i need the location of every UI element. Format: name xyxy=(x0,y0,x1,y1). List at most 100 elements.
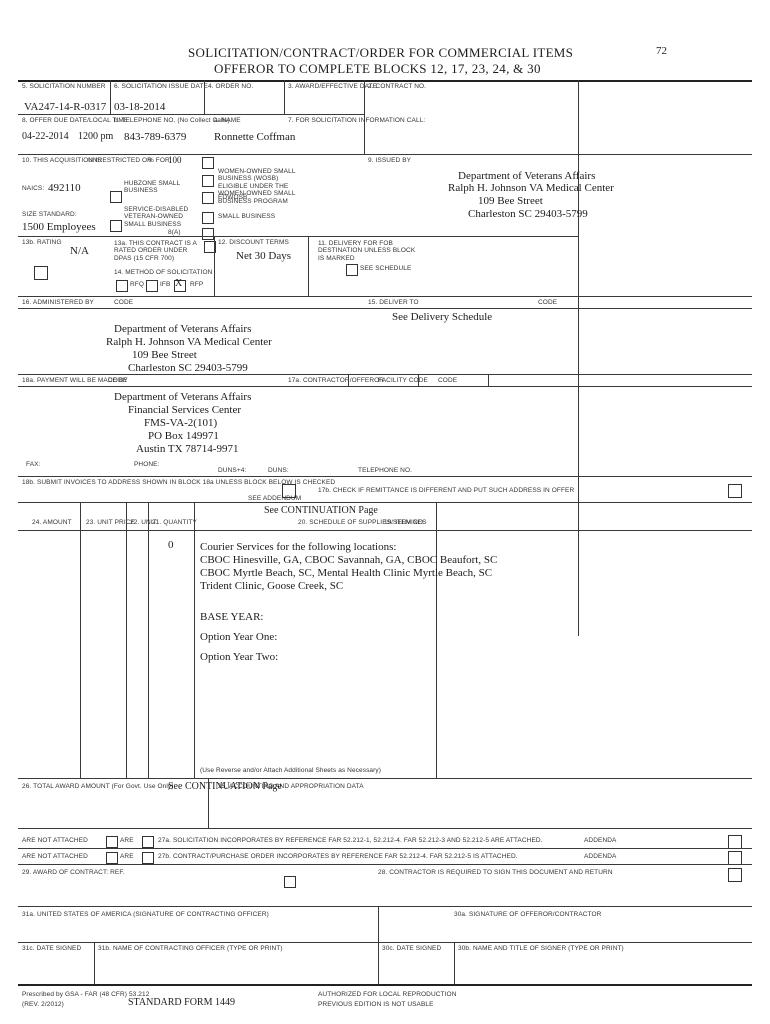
pay-line-2: Financial Services Center xyxy=(128,404,242,416)
b31c-label: 31c. DATE SIGNED xyxy=(22,945,82,952)
issue-date: 03-18-2014 xyxy=(114,101,166,113)
solicitation-number: VA247-14-R-0317 xyxy=(24,101,107,113)
code-15: CODE xyxy=(538,299,558,306)
hubzone-checkbox[interactable] xyxy=(110,191,122,203)
footer-rev: (REV. 2/2012) xyxy=(22,1001,64,1008)
duns4-label: DUNS+4: xyxy=(218,467,247,474)
b17a-label: 17a. CONTRACTOR/OFFEROR xyxy=(288,377,385,384)
b25-label: 25. ACCOUNTING AND APPROPRIATION DATA xyxy=(218,783,364,790)
remittance-checkbox[interactable] xyxy=(282,484,296,498)
addenda-b: ADDENDA xyxy=(584,853,617,860)
b4-label: 4. ORDER NO. xyxy=(208,83,254,90)
page-count: 72 xyxy=(656,45,667,57)
are-not-attached-a: ARE NOT ATTACHED xyxy=(22,837,88,844)
invoice-checkbox[interactable] xyxy=(728,484,742,498)
schedule-line-3: CBOC Myrtle Beach, SC, Mental Health Cli… xyxy=(200,567,493,579)
size-std-value: 1500 Employees xyxy=(22,221,96,233)
small-business-checkbox[interactable] xyxy=(202,212,214,224)
form-title: SOLICITATION/CONTRACT/ORDER FOR COMMERCI… xyxy=(188,45,574,60)
are-checkbox-27b[interactable] xyxy=(106,852,118,864)
sdvosb-label: SERVICE-DISABLED VETERAN-OWNED SMALL BUS… xyxy=(124,206,189,228)
b18a-label: 18a. PAYMENT WILL BE MADE BY xyxy=(22,377,128,384)
are-not-checkbox-27b[interactable] xyxy=(142,852,154,864)
b27b-label: 27b. CONTRACT/PURCHASE ORDER INCORPORATE… xyxy=(158,853,518,860)
are-not-checkbox-27a[interactable] xyxy=(142,836,154,848)
b13a-label: 13a. THIS CONTRACT IS A RATED ORDER UNDE… xyxy=(114,240,197,262)
check-27a[interactable] xyxy=(728,835,742,849)
offer-due-time: 1200 pm xyxy=(78,131,114,142)
eight-a-checkbox[interactable] xyxy=(202,228,214,240)
b5-label: 5. SOLICITATION NUMBER xyxy=(22,83,106,90)
b30b-label: 30b. NAME AND TITLE OF SIGNER (TYPE OR P… xyxy=(458,945,624,952)
rated-order-checkbox[interactable] xyxy=(204,241,216,253)
b7a-label: a. NAME xyxy=(214,117,241,124)
ifb-checkbox[interactable] xyxy=(146,280,158,292)
wosb-checkbox[interactable] xyxy=(202,175,214,187)
fob-checkbox[interactable] xyxy=(34,266,48,280)
b30a-label: 30a. SIGNATURE OF OFFEROR/CONTRACTOR xyxy=(454,911,602,918)
quantity-value: 0 xyxy=(168,539,174,551)
contact-phone: 843-789-6379 xyxy=(124,131,187,143)
set-aside-label: % FOR: xyxy=(148,157,172,164)
b7-label: 7. FOR SOLICITATION INFORMATION CALL: xyxy=(288,117,426,124)
pay-line-1: Department of Veterans Affairs xyxy=(114,391,252,403)
b26-label: 26. TOTAL AWARD AMOUNT (For Govt. Use On… xyxy=(22,783,174,790)
b24-label: 24. AMOUNT xyxy=(32,519,72,526)
b31b-label: 31b. NAME OF CONTRACTING OFFICER (TYPE O… xyxy=(98,945,283,952)
phone-label: PHONE: xyxy=(134,461,160,468)
ifb-label: IFB xyxy=(160,281,171,288)
duns-label: DUNS: xyxy=(268,467,289,474)
b6-label: 6. SOLICITATION ISSUE DATE xyxy=(114,83,208,90)
issued-by-line-2: Ralph H. Johnson VA Medical Center xyxy=(448,182,614,194)
b8-label: 8. OFFER DUE DATE/LOCAL TIME xyxy=(22,117,129,124)
b16-label: 16. ADMINISTERED BY xyxy=(22,299,94,306)
option-year-one: Option Year One: xyxy=(200,631,278,643)
naics-label: NAICS: xyxy=(22,185,45,192)
naics-value: 492110 xyxy=(48,182,81,194)
b7b-label: b. TELEPHONE NO. (No Collect Calls) xyxy=(114,117,230,124)
check-29[interactable] xyxy=(284,876,296,888)
are-checkbox-27a[interactable] xyxy=(106,836,118,848)
b23-label: 23. UNIT PRICE xyxy=(86,519,135,526)
sdvosb-checkbox[interactable] xyxy=(110,220,122,232)
check-27b[interactable] xyxy=(728,851,742,865)
rfq-checkbox[interactable] xyxy=(116,280,128,292)
offer-due-date: 04-22-2014 xyxy=(22,131,69,142)
contact-name: Ronnette Coffman xyxy=(214,131,296,143)
issued-by-line-4: Charleston SC 29403-5799 xyxy=(468,208,588,220)
option-year-two: Option Year Two: xyxy=(200,651,279,663)
code-18: CODE xyxy=(108,377,128,384)
form-subtitle: OFFEROR TO COMPLETE BLOCKS 12, 17, 23, 2… xyxy=(214,61,541,76)
pay-line-3: FMS-VA-2(101) xyxy=(144,417,218,429)
see-schedule-checkbox[interactable] xyxy=(346,264,358,276)
schedule-line-4: Trident Clinic, Goose Creek, SC xyxy=(200,580,344,592)
rfq-label: RFQ xyxy=(130,281,145,288)
unrestricted-checkbox[interactable] xyxy=(202,157,214,169)
b2-label: 2. CONTRACT NO. xyxy=(368,83,427,90)
small-business-label: SMALL BUSINESS xyxy=(218,213,276,220)
footer-prev: PREVIOUS EDITION IS NOT USABLE xyxy=(318,1001,434,1008)
base-year: BASE YEAR: xyxy=(200,611,264,623)
footer-auth: AUTHORIZED FOR LOCAL REPRODUCTION xyxy=(318,991,457,998)
rfp-label: RFP xyxy=(190,281,204,288)
b12-label: 12. DISCOUNT TERMS xyxy=(218,239,289,246)
admin-line-2: Ralph H. Johnson VA Medical Center xyxy=(106,336,272,348)
unrestricted-label: UNRESTRICTED OR xyxy=(88,157,152,164)
b30c-label: 30c. DATE SIGNED xyxy=(382,945,442,952)
fax-label: FAX: xyxy=(26,461,41,468)
rfp-checkbox[interactable] xyxy=(174,280,186,292)
admin-line-1: Department of Veterans Affairs xyxy=(114,323,252,335)
check-28[interactable] xyxy=(728,868,742,882)
admin-line-4: Charleston SC 29403-5799 xyxy=(128,362,248,374)
b28-label: 28. CONTRACTOR IS REQUIRED TO SIGN THIS … xyxy=(378,869,613,876)
discount-terms: Net 30 Days xyxy=(236,250,291,262)
pay-line-5: Austin TX 78714-9971 xyxy=(136,443,239,455)
are-label-b: ARE xyxy=(120,853,134,860)
b27a-label: 27a. SOLICITATION INCORPORATES BY REFERE… xyxy=(158,837,543,844)
edwosb-checkbox[interactable] xyxy=(202,192,214,204)
pay-line-4: PO Box 149971 xyxy=(148,430,219,442)
b9-label: 9. ISSUED BY xyxy=(368,157,412,164)
b13b-label: 13b. RATING xyxy=(22,239,62,246)
b3-label: 3. AWARD/EFFECTIVE DATE xyxy=(288,83,378,90)
